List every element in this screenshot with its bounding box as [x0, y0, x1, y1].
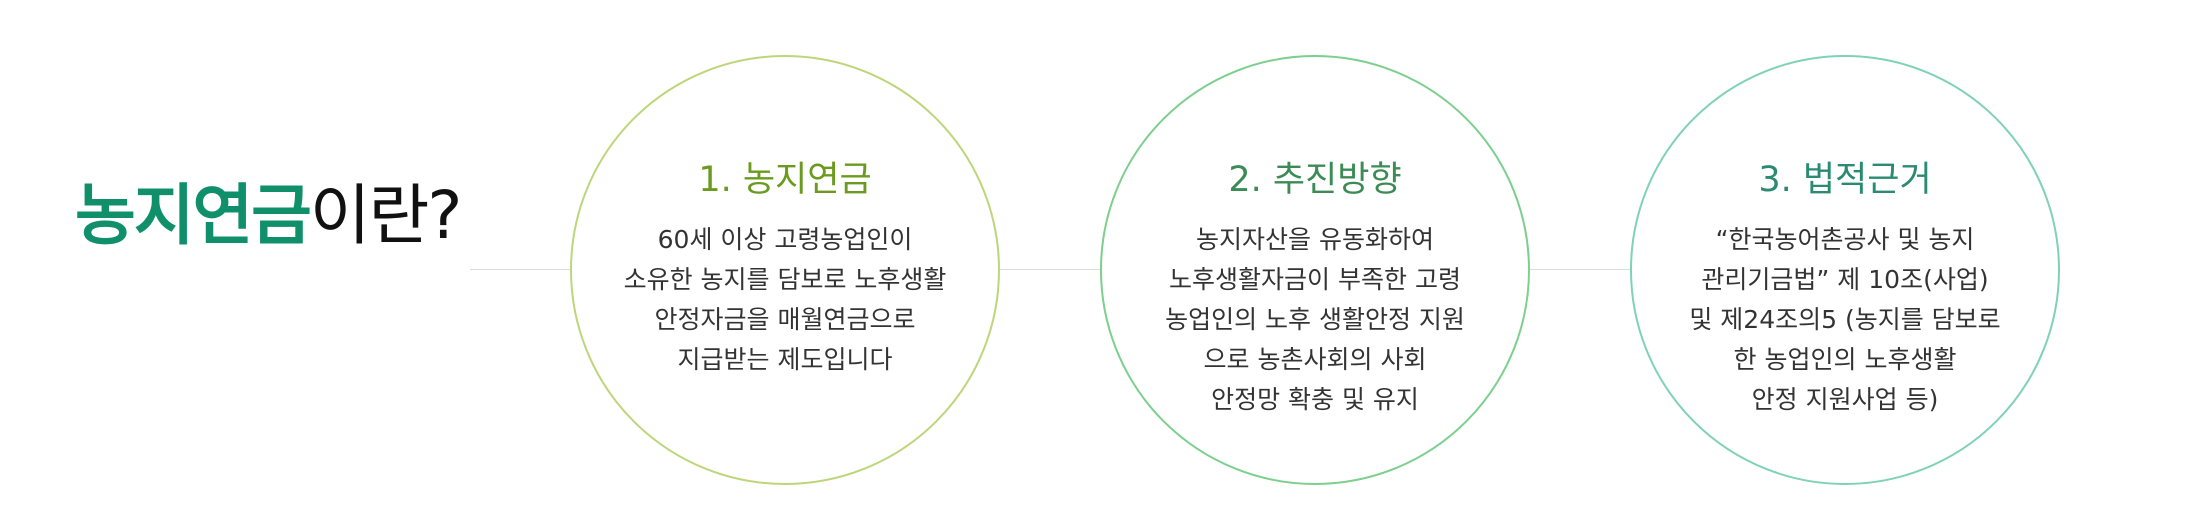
description-line: “한국농어촌공사 및 농지	[1715, 225, 1975, 254]
description-line: 농지자산을 유동화하여	[1196, 225, 1434, 254]
description-line: 안정 지원사업 등)	[1751, 385, 1939, 414]
description-line: 및 제24조의5 (농지를 담보로	[1689, 305, 2001, 334]
description-line: 농업인의 노후 생활안정 지원	[1165, 305, 1465, 334]
step-description: “한국농어촌공사 및 농지 관리기금법” 제 10조(사업) 및 제24조의5 …	[1652, 220, 2038, 420]
description-line: 으로 농촌사회의 사회	[1203, 345, 1427, 374]
step-title: 2. 추진방향	[1228, 160, 1402, 200]
description-line: 60세 이상 고령농업인이	[657, 225, 913, 254]
step-description: 60세 이상 고령농업인이 소유한 농지를 담보로 노후생활 안정자금을 매월연…	[592, 220, 978, 380]
description-line: 안정자금을 매월연금으로	[654, 305, 916, 334]
step-circle-3: 3. 법적근거 “한국농어촌공사 및 농지 관리기금법” 제 10조(사업) 및…	[1630, 55, 2060, 485]
description-line: 지급받는 제도입니다	[677, 345, 893, 374]
step-circle-2: 2. 추진방향 농지자산을 유동화하여 노후생활자금이 부족한 고령 농업인의 …	[1100, 55, 1530, 485]
step-title: 1. 농지연금	[698, 160, 872, 200]
step-circle-1: 1. 농지연금 60세 이상 고령농업인이 소유한 농지를 담보로 노후생활 안…	[570, 55, 1000, 485]
description-line: 한 농업인의 노후생활	[1733, 345, 1957, 374]
step-description: 농지자산을 유동화하여 노후생활자금이 부족한 고령 농업인의 노후 생활안정 …	[1122, 220, 1508, 420]
step-title: 3. 법적근거	[1758, 160, 1932, 200]
page-title: 농지연금이란?	[75, 183, 462, 249]
description-line: 안정망 확충 및 유지	[1211, 385, 1419, 414]
page-title-highlight: 농지연금	[75, 177, 312, 254]
description-line: 관리기금법” 제 10조(사업)	[1701, 265, 1989, 294]
page-title-rest: 이란?	[309, 177, 462, 254]
description-line: 노후생활자금이 부족한 고령	[1169, 265, 1461, 294]
description-line: 소유한 농지를 담보로 노후생활	[623, 265, 947, 294]
